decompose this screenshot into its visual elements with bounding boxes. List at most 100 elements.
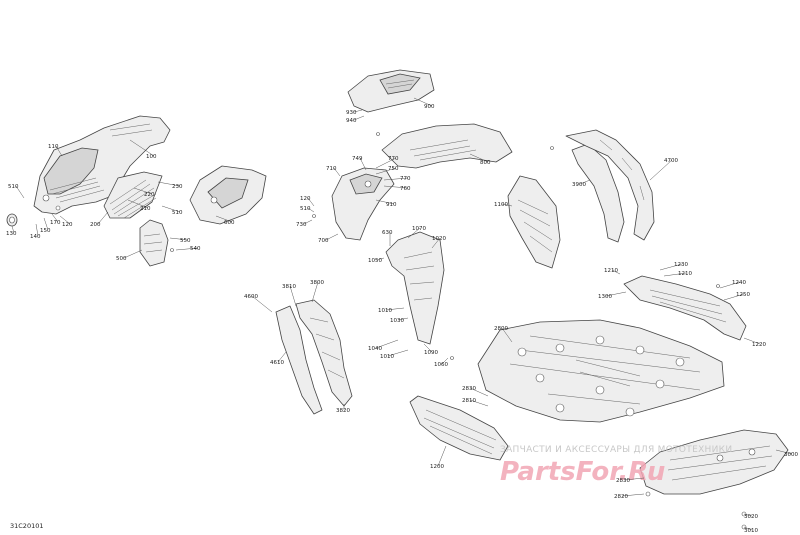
callout-leader-line xyxy=(469,387,489,397)
callout-leader-line xyxy=(375,339,399,349)
callout-leader-line xyxy=(719,281,741,289)
callout-leader-line xyxy=(663,272,687,277)
watermark-text: ЗАПЧАСТИ И АКСЕССУАРЫ ДЛЯ МОТОТЕХНИКИ xyxy=(500,445,732,455)
figure-reference: 31C20101 xyxy=(10,522,44,530)
callout-leader-line xyxy=(413,97,433,107)
callout-leader-line xyxy=(123,249,143,259)
callout-label: 2800 xyxy=(494,326,508,332)
callout-leader-line xyxy=(375,157,397,169)
callout-label: 1230 xyxy=(674,262,688,268)
callout-leader-line xyxy=(157,181,181,187)
callout-leader-line xyxy=(325,233,339,241)
callout-label: 3020 xyxy=(744,514,758,520)
callout-leader-line xyxy=(97,211,109,225)
callout-label: 210 xyxy=(140,206,151,212)
callout-leader-line xyxy=(11,225,15,234)
part-hood xyxy=(381,123,513,169)
callout-leader-line xyxy=(623,477,645,481)
callout-leader-line xyxy=(407,227,421,239)
callout-label: 230 xyxy=(172,184,183,190)
callout-label: 510 xyxy=(300,206,311,212)
callout-label: 730 xyxy=(296,222,307,228)
callout-leader-line xyxy=(437,445,447,467)
callout-leader-line xyxy=(375,199,395,205)
callout-label: 550 xyxy=(180,238,191,244)
callout-leader-line xyxy=(307,207,315,213)
callout-label: 1210 xyxy=(604,268,618,274)
callout-label: 1090 xyxy=(424,350,438,356)
callout-label: 910 xyxy=(386,202,397,208)
callout-leader-line xyxy=(397,317,409,321)
callout-label: 800 xyxy=(480,160,491,166)
callout-label: 500 xyxy=(116,256,127,262)
callout-leader-line xyxy=(743,337,761,345)
callout-leader-line xyxy=(161,205,181,213)
callout-leader-line xyxy=(659,263,683,271)
callout-label: 710 xyxy=(326,166,337,172)
callout-label: 750 xyxy=(388,166,399,172)
callout-label: 2820 xyxy=(614,494,628,500)
callout-label: 4600 xyxy=(244,294,258,300)
callout-label: 749 xyxy=(352,156,363,162)
callout-leader-line xyxy=(129,139,155,157)
callout-leader-line xyxy=(51,213,59,223)
part-glove-box xyxy=(189,165,267,225)
callout-label: 1030 xyxy=(390,318,404,324)
part-front-fender-right xyxy=(507,175,561,269)
callout-label: 600 xyxy=(224,220,235,226)
callout-label: 770 xyxy=(388,156,399,162)
callout-label: 220 xyxy=(144,192,155,198)
part-skid-plate-2800 xyxy=(477,319,725,423)
callout-leader-line xyxy=(289,285,297,307)
callout-leader-line xyxy=(35,223,39,237)
callout-leader-line xyxy=(169,237,189,241)
callout-label: 540 xyxy=(190,246,201,252)
callout-leader-line xyxy=(375,257,385,261)
callout-leader-line xyxy=(605,291,627,297)
callout-label: 1010 xyxy=(378,308,392,314)
callout-leader-line xyxy=(743,526,753,531)
callout-label: 1060 xyxy=(434,362,448,368)
callout-leader-line xyxy=(133,187,153,195)
callout-label: 3810 xyxy=(282,284,296,290)
part-dashboard-panel xyxy=(33,115,171,215)
callout-label: 2830 xyxy=(616,478,630,484)
callout-label: 770 xyxy=(400,176,411,182)
callout-label: 1210 xyxy=(678,271,692,277)
watermark-logo: PartsFor.Ru xyxy=(500,457,665,487)
callout-leader-line xyxy=(441,357,449,365)
callout-label: 3820 xyxy=(336,408,350,414)
watermark: ЗАПЧАСТИ И АКСЕССУАРЫ ДЛЯ МОТОТЕХНИКИ Pa… xyxy=(500,445,732,487)
callout-leader-line xyxy=(579,179,591,185)
callout-leader-line xyxy=(723,293,745,301)
callout-leader-line xyxy=(383,185,409,189)
callout-label: 1100 xyxy=(494,202,508,208)
callout-label: 2830 xyxy=(462,386,476,392)
callout-leader-line xyxy=(251,295,273,313)
callout-leader-line xyxy=(501,203,513,207)
callout-label: 940 xyxy=(346,118,357,124)
callout-leader-line xyxy=(383,177,409,181)
callout-leader-line xyxy=(311,281,319,303)
callout-label: 930 xyxy=(346,110,357,116)
callout-label: 3000 xyxy=(784,452,798,458)
callout-label: 140 xyxy=(30,234,41,240)
part-vent-grille xyxy=(103,171,163,219)
fasteners xyxy=(170,132,747,530)
callout-leader-line xyxy=(611,269,621,275)
callout-leader-line xyxy=(353,109,363,113)
callout-label: 4700 xyxy=(664,158,678,164)
callout-label: 510 xyxy=(172,210,183,216)
callout-leader-line xyxy=(353,115,365,121)
callout-leader-line xyxy=(303,219,313,225)
callout-leader-line xyxy=(375,167,397,175)
callout-label: 1240 xyxy=(732,280,746,286)
callout-label: 1250 xyxy=(736,292,750,298)
callout-leader-line xyxy=(423,343,433,353)
callout-label: 170 xyxy=(50,220,61,226)
callout-label: 2810 xyxy=(462,398,476,404)
callout-leader-line xyxy=(469,399,489,407)
callout-label: 900 xyxy=(424,104,435,110)
callout-leader-line xyxy=(15,185,25,199)
